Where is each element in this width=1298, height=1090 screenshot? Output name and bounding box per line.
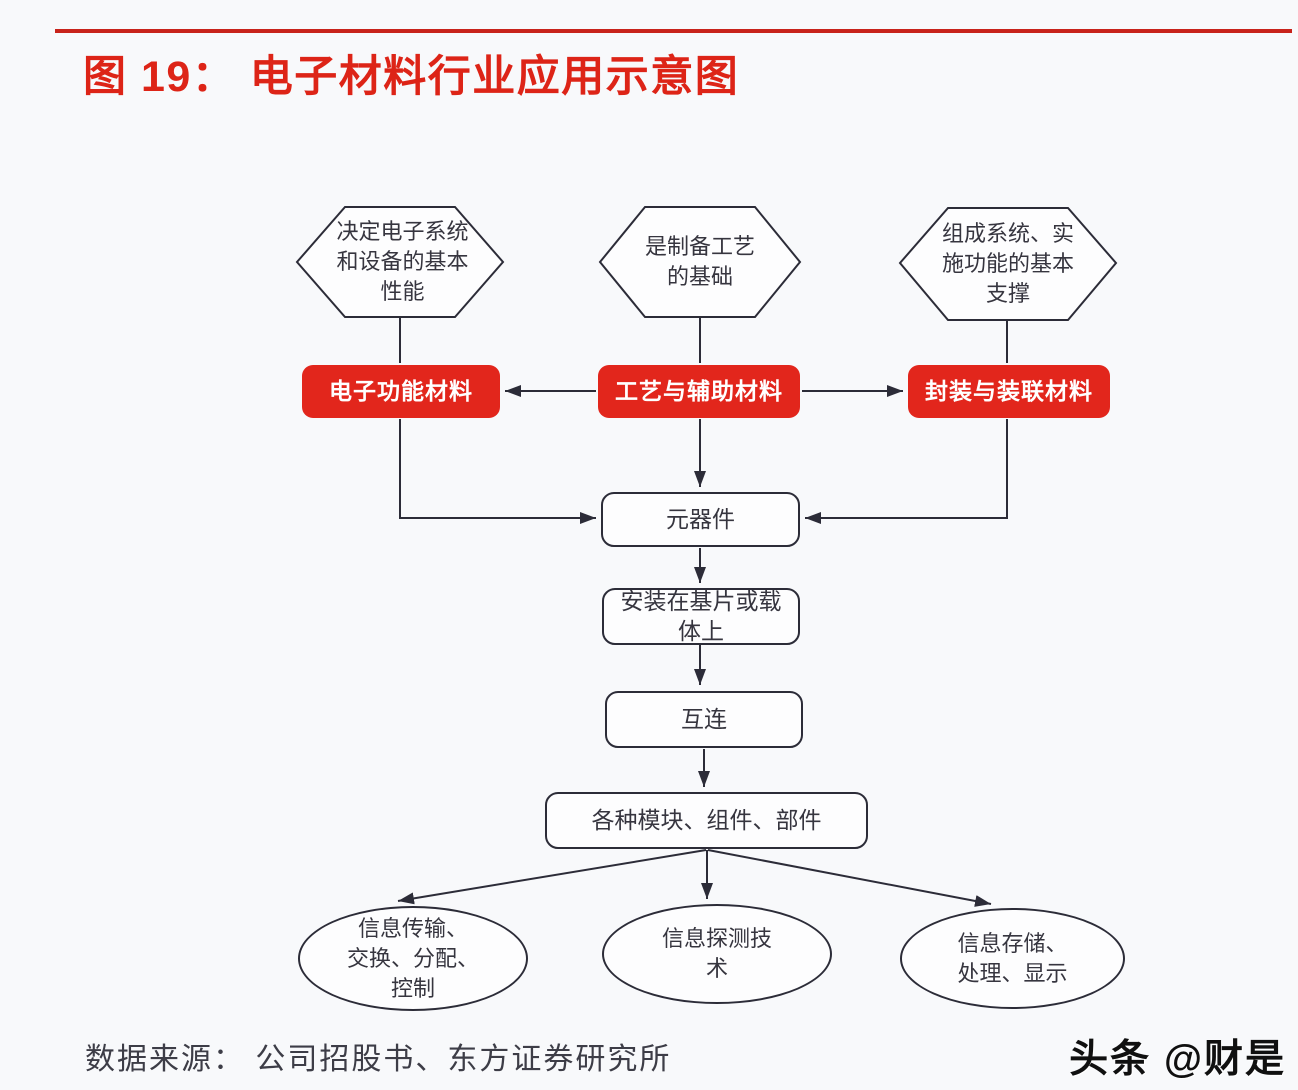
application-ellipse-transmission: 信息传输、 交换、分配、 控制 — [298, 906, 528, 1011]
material-box-electronic-functional: 电子功能材料 — [302, 365, 500, 418]
flow-box-mounted-on-substrate: 安装在基片或载 体上 — [602, 588, 800, 645]
hexagon-shapes — [295, 206, 1118, 321]
application-ellipse-detection: 信息探测技 术 — [602, 904, 832, 1004]
flow-box-interconnection: 互连 — [605, 691, 803, 748]
hexagon-center-shape — [598, 206, 802, 318]
hexagon-right-shape — [898, 207, 1118, 321]
flow-box-modules-assemblies: 各种模块、组件、部件 — [545, 792, 868, 849]
hexagon-center-label: 是制备工艺 的基础 — [644, 234, 755, 289]
arrow-modules-to-right-ellipse — [707, 849, 992, 907]
watermark-text: 头条 @财是 — [1069, 1038, 1286, 1081]
material-box-packaging-assembly: 封装与装联材料 — [908, 365, 1110, 418]
application-ellipse-storage: 信息存储、 处理、显示 — [900, 908, 1125, 1009]
connector-arrows — [397, 317, 1008, 907]
arrow-left-material-to-components — [399, 419, 596, 524]
hexagon-left-label: 决定电子系统 和设备的基本 性能 — [336, 219, 469, 304]
hexagon-left-shape — [295, 206, 505, 318]
hexagon-right-label: 组成系统、实 施功能的基本 支撑 — [941, 221, 1074, 306]
top-rule — [55, 29, 1292, 33]
arrow-modules-to-left-ellipse — [397, 849, 707, 905]
arrow-right-material-to-components — [805, 419, 1008, 524]
flow-box-components: 元器件 — [601, 492, 800, 547]
data-source-caption: 数据来源： 公司招股书、东方证券研究所 — [85, 1043, 672, 1076]
figure-title: 图 19： 电子材料行业应用示意图 — [83, 53, 740, 101]
material-box-process-auxiliary: 工艺与辅助材料 — [598, 365, 800, 418]
